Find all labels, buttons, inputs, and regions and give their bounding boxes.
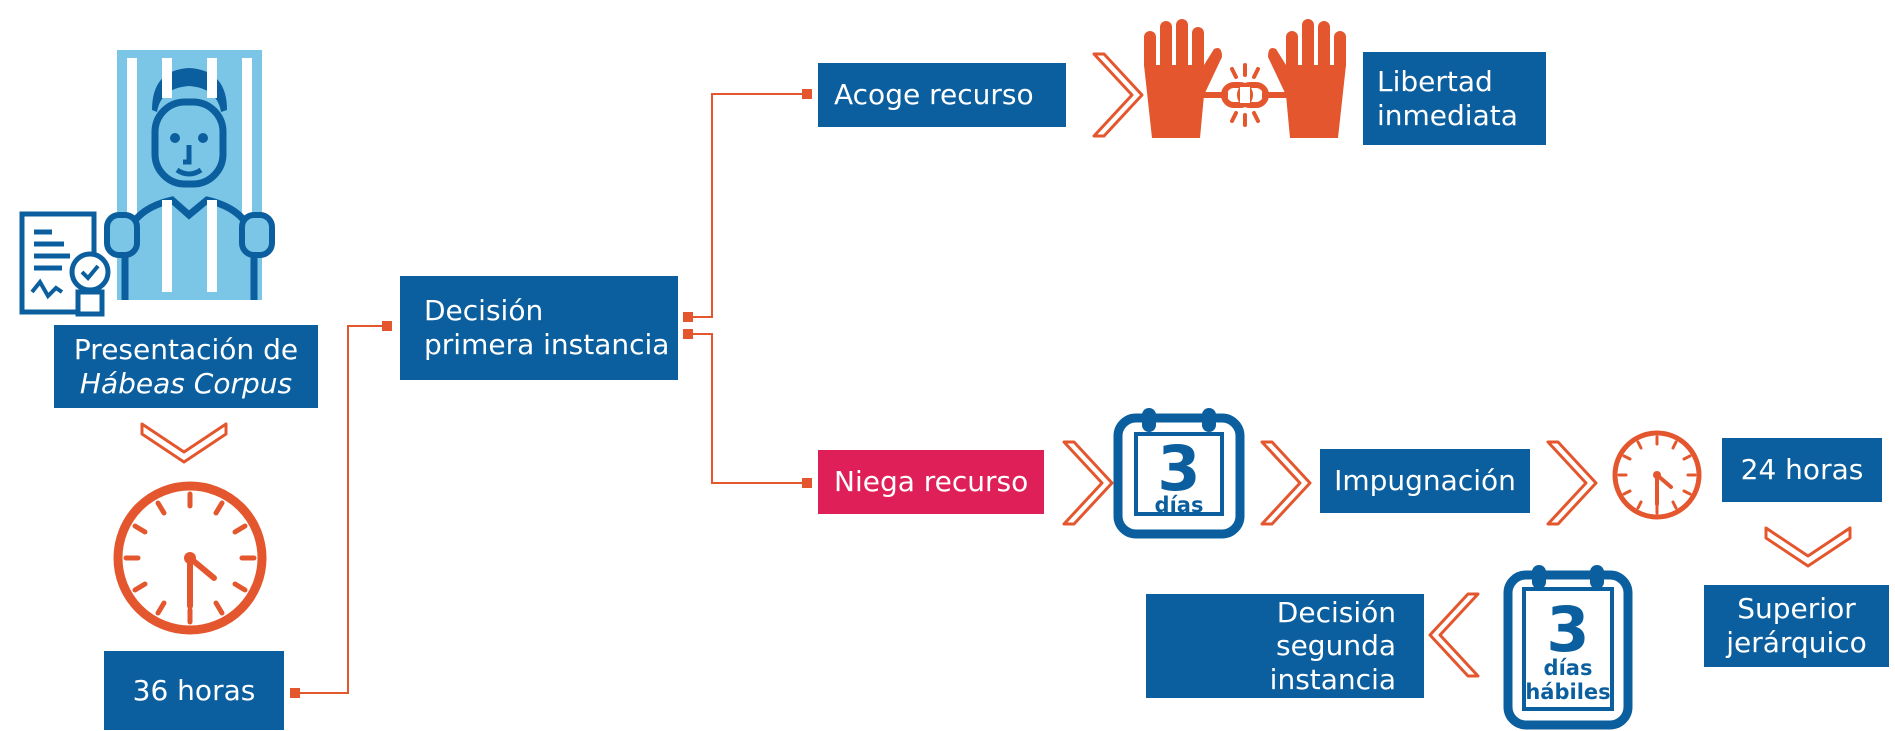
chevron-right-icon — [1062, 440, 1114, 526]
libertad-line1: Libertad — [1377, 64, 1493, 98]
decision1-box: Decisión primera instancia — [400, 276, 678, 380]
impugnacion-label: Impugnación — [1334, 464, 1516, 498]
horas36-label: 36 horas — [132, 673, 256, 707]
certificate-icon — [19, 211, 111, 317]
clock-icon — [113, 481, 267, 635]
decision1-line2: primera instancia — [424, 328, 670, 361]
presentacion-line2: Hábeas Corpus — [79, 366, 293, 400]
superior-box: Superior jerárquico — [1704, 585, 1889, 667]
presentacion-box: Presentación de Hábeas Corpus — [54, 325, 318, 408]
calendar-number: 3 — [1157, 432, 1200, 505]
prisoner-icon — [104, 50, 275, 300]
calendar-word: días — [1155, 493, 1204, 517]
horas24-label: 24 horas — [1740, 453, 1864, 487]
chevron-right-icon — [1260, 440, 1312, 526]
superior-line2: jerárquico — [1726, 626, 1867, 659]
calendar-word: días — [1544, 656, 1593, 680]
superior-line1: Superior — [1737, 592, 1856, 626]
decision2-box: Decisión segunda instancia — [1146, 594, 1424, 698]
decision2-line1: Decisión — [1276, 595, 1396, 629]
chevron-left-icon — [1428, 592, 1480, 678]
impugnacion-box: Impugnación — [1320, 449, 1530, 513]
acoge-label: Acoge recurso — [834, 78, 1034, 112]
niega-label: Niega recurso — [834, 465, 1029, 499]
chevron-down-icon — [1764, 526, 1852, 568]
calendar-icon: 3 días — [1113, 408, 1245, 539]
calendar-word: hábiles — [1525, 680, 1610, 704]
decision2-line2: segunda instancia — [1269, 629, 1396, 696]
presentacion-line1: Presentación de — [73, 332, 299, 366]
decision1-line1: Decisión — [424, 294, 544, 328]
horas36-box: 36 horas — [104, 651, 284, 730]
broken-chain-hands-icon — [1144, 19, 1346, 138]
acoge-box: Acoge recurso — [818, 63, 1066, 127]
chevron-down-icon — [140, 422, 228, 464]
clock-icon — [1612, 430, 1702, 520]
chevron-right-icon — [1092, 52, 1144, 138]
chevron-right-icon — [1546, 440, 1598, 526]
calendar-number: 3 — [1546, 593, 1589, 666]
horas24-box: 24 horas — [1722, 438, 1882, 502]
libertad-line2: inmediata — [1377, 98, 1518, 132]
libertad-box: Libertad inmediata — [1363, 52, 1546, 145]
calendar-icon: 3 días hábiles — [1503, 565, 1633, 730]
niega-box: Niega recurso — [818, 450, 1044, 514]
